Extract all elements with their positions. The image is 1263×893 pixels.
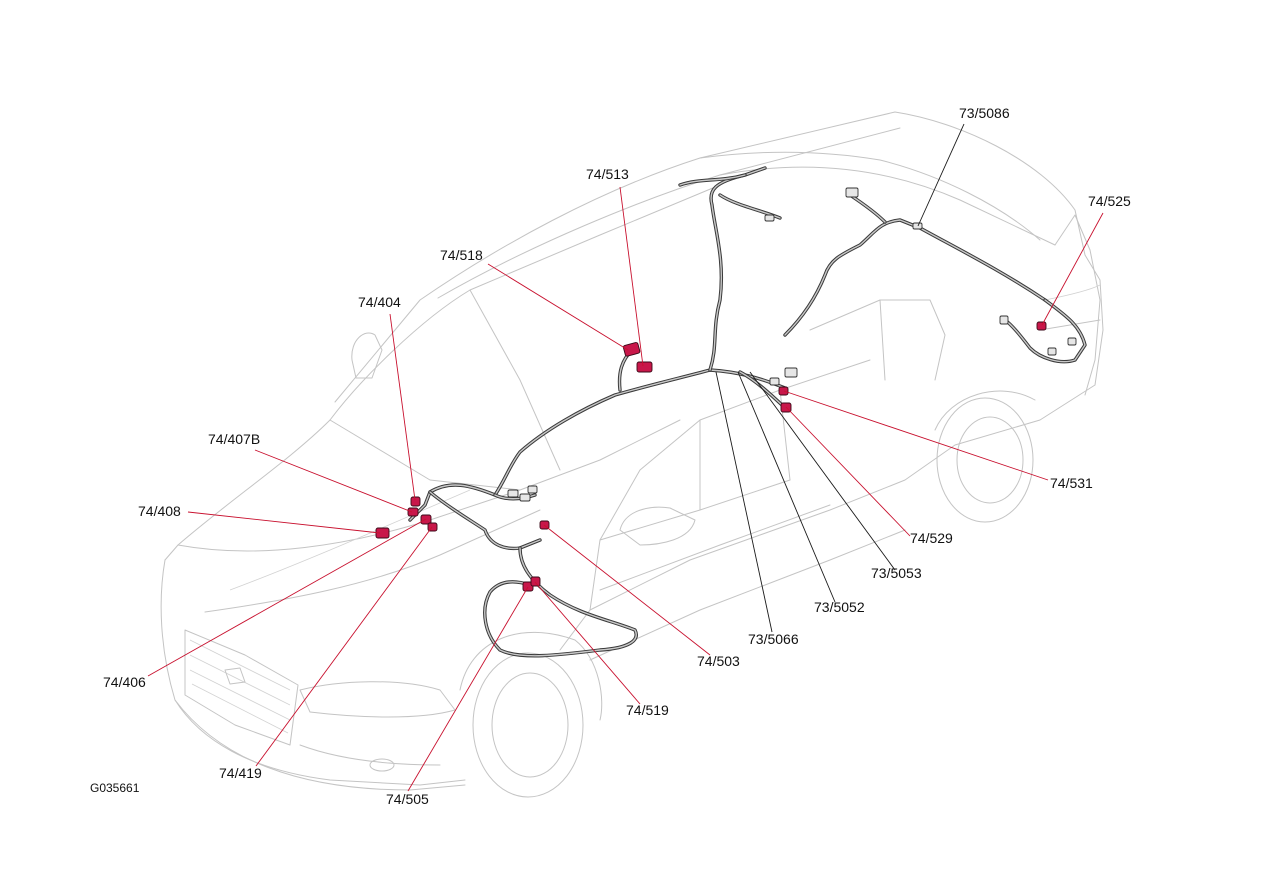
connector-74-419 bbox=[427, 522, 438, 532]
label-74-419: 74/419 bbox=[219, 765, 262, 781]
connector-74-519 bbox=[530, 576, 541, 587]
grey-connectors bbox=[507, 187, 1077, 502]
label-74-505: 74/505 bbox=[386, 791, 429, 807]
connector-74-407B bbox=[407, 507, 419, 517]
connector-74-404 bbox=[410, 496, 421, 507]
connector-74-505 bbox=[522, 581, 534, 592]
label-74-406: 74/406 bbox=[103, 674, 146, 690]
label-73-5066: 73/5066 bbox=[748, 631, 799, 647]
label-73-5086: 73/5086 bbox=[959, 105, 1010, 121]
connector-74-518 bbox=[622, 342, 641, 357]
label-74-404: 74/404 bbox=[358, 294, 401, 310]
leader-lines bbox=[147, 123, 1104, 792]
connector-74-513 bbox=[636, 361, 653, 373]
label-74-531: 74/531 bbox=[1050, 475, 1093, 491]
car-body-outline bbox=[160, 111, 1104, 798]
label-74-525: 74/525 bbox=[1088, 193, 1131, 209]
wiring-harness bbox=[408, 166, 1087, 658]
label-73-5052: 73/5052 bbox=[814, 599, 865, 615]
label-74-503: 74/503 bbox=[697, 653, 740, 669]
label-74-529: 74/529 bbox=[910, 530, 953, 546]
figure-id: G035661 bbox=[90, 781, 140, 795]
label-74-519: 74/519 bbox=[626, 702, 669, 718]
connector-74-531 bbox=[778, 386, 789, 396]
connector-74-525 bbox=[1036, 321, 1047, 331]
label-73-5053: 73/5053 bbox=[871, 565, 922, 581]
label-74-513: 74/513 bbox=[586, 166, 629, 182]
label-74-407B: 74/407B bbox=[208, 431, 260, 447]
callout-labels: 73/5086 74/525 74/513 74/518 74/404 74/4… bbox=[90, 105, 1131, 807]
label-74-408: 74/408 bbox=[138, 503, 181, 519]
label-74-518: 74/518 bbox=[440, 247, 483, 263]
